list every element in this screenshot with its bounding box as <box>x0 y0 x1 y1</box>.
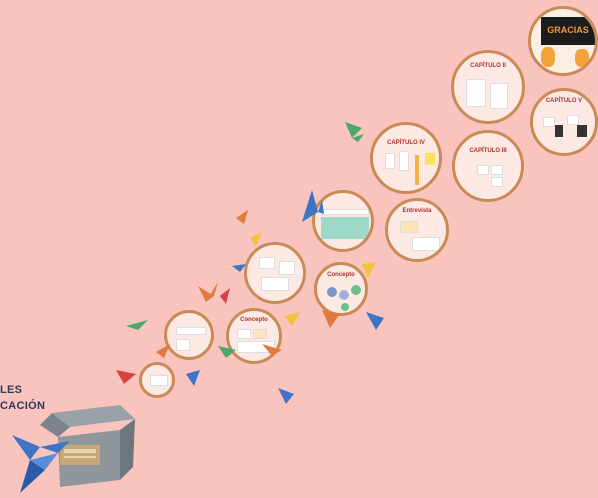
frame-thumbnail <box>321 217 369 239</box>
frame-thumbnail <box>237 329 251 339</box>
thanks-label: GRACIAS <box>547 25 589 35</box>
frame-thumbnail <box>279 261 295 275</box>
frame-chapter-iii[interactable]: CAPÍTULO III <box>452 130 524 202</box>
frame-thumbnail <box>385 153 395 169</box>
frame-interview[interactable]: Entrevista <box>385 198 449 262</box>
frame-thumbnail <box>150 375 168 386</box>
bird-icon <box>302 190 324 222</box>
concept-bubble <box>327 287 337 297</box>
bird-icon <box>126 320 148 330</box>
frame-thumbnail <box>543 117 555 127</box>
frame-chapter-iv[interactable]: CAPÍTULO IV <box>370 122 442 194</box>
frame-concept[interactable]: Concepto <box>314 262 368 316</box>
frame-illustrations[interactable] <box>244 242 306 304</box>
bird-icon <box>186 370 200 386</box>
bird-icon <box>220 288 230 304</box>
bird-icon <box>156 344 170 358</box>
bird-icon <box>345 122 364 142</box>
frame-title: Concepto <box>240 317 268 323</box>
frame-title: CAPÍTULO II <box>470 62 506 69</box>
concept-bubble <box>351 285 361 295</box>
frame-thumbnail <box>259 257 275 269</box>
frame-thanks[interactable]: GRACIAS <box>528 6 598 76</box>
frame-thumbnail <box>490 83 508 109</box>
concept-bubble <box>341 303 349 311</box>
frame-intro[interactable] <box>139 362 175 398</box>
frame-thumbnail <box>400 221 418 233</box>
frame-title: CAPÍTULO IV <box>386 139 425 146</box>
bird-icon <box>366 312 384 330</box>
bird-icon <box>284 312 300 326</box>
frame-title: CAPÍTULO III <box>469 147 507 154</box>
frame-thumbnail <box>466 79 486 107</box>
bird-icon <box>236 210 248 224</box>
frame-thumbnail <box>555 125 563 137</box>
frame-thumbnail <box>237 341 275 353</box>
garfield-left-icon <box>541 47 555 67</box>
bird-icon <box>116 370 136 384</box>
frame-thumbnail <box>176 327 206 335</box>
frame-thumbnail <box>425 153 435 165</box>
bird-icon <box>218 346 236 358</box>
bird-icon <box>250 232 262 246</box>
bird-icon <box>232 264 246 272</box>
frame-thumbnail <box>261 277 289 291</box>
frame-thumbnail <box>577 125 587 137</box>
frame-chapter-v[interactable]: CAPÍTULO V <box>530 88 598 156</box>
frame-thumbnail <box>399 151 409 171</box>
frame-objectives[interactable] <box>164 310 214 360</box>
frame-thumbnail <box>567 115 579 125</box>
frame-thumbnail <box>412 237 440 251</box>
bird-icon <box>362 262 376 278</box>
frame-title: CAPÍTULO V <box>545 98 583 105</box>
frame-thumbnail <box>491 177 503 187</box>
frame-thumbnail <box>477 165 489 175</box>
garfield-right-icon <box>575 49 589 67</box>
presentation-title-line2: CACIÓN <box>0 400 46 412</box>
frame-thumbnail <box>491 165 503 175</box>
concept-bubble <box>339 290 349 300</box>
frame-title: Entrevista <box>402 207 432 214</box>
bird-icon <box>322 310 340 328</box>
chalkboard: GRACIAS <box>541 17 595 45</box>
frame-thumbnail <box>415 155 419 185</box>
bird-icon <box>278 388 294 404</box>
frame-overview[interactable] <box>312 190 374 252</box>
presentation-title-line1: LES <box>0 384 23 396</box>
bird-icon <box>262 344 282 356</box>
frame-thumbnail <box>253 329 267 339</box>
frame-chapter-ii[interactable]: CAPÍTULO II <box>451 50 525 124</box>
frame-thumbnail <box>176 339 190 351</box>
frame-title: Concepto <box>327 271 355 278</box>
bird-icon <box>198 282 218 302</box>
open-box-illustration <box>12 405 135 493</box>
